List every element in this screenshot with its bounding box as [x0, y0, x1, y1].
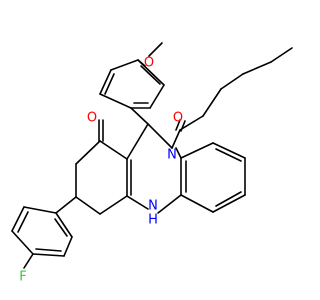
bond-double — [180, 120, 186, 132]
bond — [157, 194, 182, 214]
bond-double — [140, 65, 161, 85]
bond — [179, 115, 204, 131]
bond — [126, 195, 149, 210]
bond — [75, 140, 101, 165]
methoxy-oxygen-label: O — [144, 56, 154, 71]
bond — [99, 93, 132, 109]
amine-hydrogen-label: H — [148, 213, 158, 228]
bond — [99, 195, 128, 215]
bond — [32, 253, 65, 257]
ketone-oxygen-label: O — [87, 111, 97, 126]
bond — [75, 196, 101, 215]
bond-double — [35, 248, 62, 252]
bond — [149, 84, 165, 109]
bond — [137, 59, 146, 67]
bond — [147, 123, 173, 149]
bond — [171, 129, 181, 149]
bond — [11, 206, 25, 232]
bond — [55, 196, 77, 214]
bond-double — [54, 218, 68, 237]
fluorine-label: F — [19, 270, 26, 285]
bond — [99, 69, 112, 95]
bond — [55, 212, 73, 238]
bond — [159, 42, 163, 46]
bond — [212, 194, 246, 213]
bond-skeleton — [11, 42, 293, 269]
bond — [23, 253, 34, 269]
bond — [130, 107, 149, 125]
acyl-oxygen-label: O — [173, 111, 183, 126]
bond — [175, 119, 181, 131]
ring-nitrogen-label: N — [167, 148, 177, 163]
bond — [180, 142, 214, 159]
bond — [23, 206, 57, 214]
bond — [220, 73, 244, 90]
bond-double — [215, 148, 242, 162]
bond-double — [215, 191, 242, 207]
molecule-diagram: O O O N N H F — [11, 42, 293, 285]
bond — [202, 88, 222, 117]
bond — [63, 236, 73, 257]
bond — [99, 140, 128, 160]
bond — [270, 47, 293, 63]
bond — [242, 61, 272, 75]
amine-nitrogen-label: N — [148, 199, 158, 214]
bond-double — [17, 211, 29, 233]
bond — [148, 44, 161, 57]
bond — [110, 59, 139, 71]
bond — [212, 142, 246, 159]
bond-double — [104, 73, 115, 95]
bond — [126, 123, 149, 160]
bond — [11, 230, 34, 255]
bond — [175, 147, 182, 159]
structure-svg: O O O N N H F — [11, 42, 293, 285]
bond — [180, 194, 214, 213]
